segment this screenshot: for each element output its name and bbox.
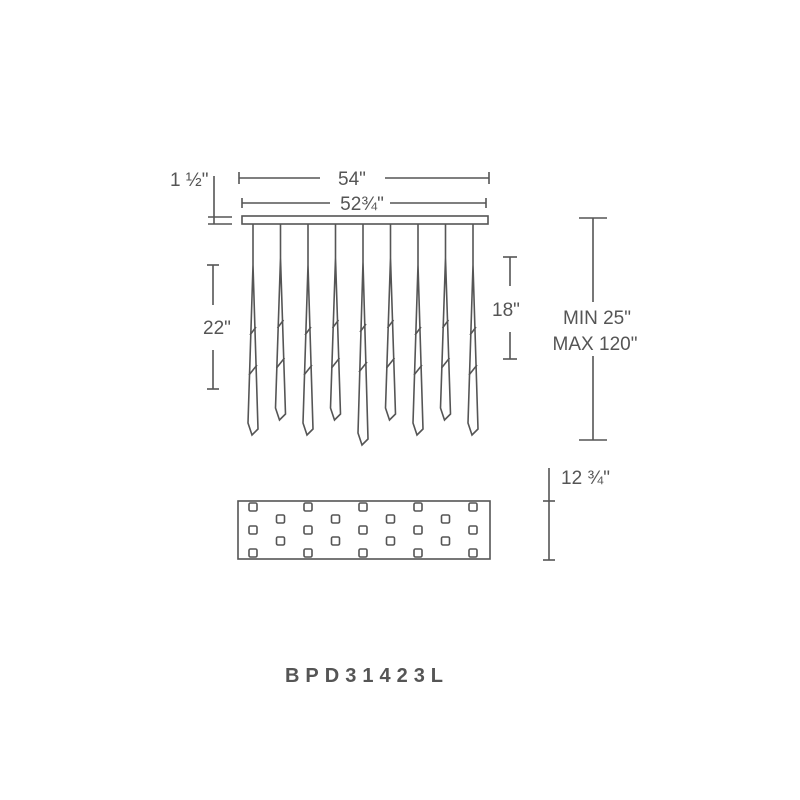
short-pendant-label: 18" (492, 300, 520, 321)
pendant (467, 224, 479, 437)
dimension-overall-height: MIN 25" MAX 120" (553, 217, 638, 441)
mount-hole (248, 548, 258, 558)
pendants (247, 224, 479, 447)
dimension-long-pendant: 22" (203, 264, 231, 390)
pendant (412, 224, 424, 437)
mount-hole (413, 525, 423, 535)
mount-hole (413, 548, 423, 558)
pendant (439, 224, 452, 422)
model-number: BPD31423L (285, 665, 449, 687)
mount-hole (468, 525, 478, 535)
dimension-canopy-width: 52¾" (241, 194, 487, 215)
min-height-label: MIN 25" (563, 308, 631, 329)
pendant (274, 224, 287, 422)
mount-hole (413, 502, 423, 512)
mount-hole (275, 536, 286, 546)
dimension-canopy-depth: 12 ¾" (543, 468, 610, 561)
canopy (241, 215, 489, 225)
mount-hole (468, 548, 478, 558)
pendant (329, 224, 342, 422)
mount-hole (358, 525, 368, 535)
canopy-height-label: 1 ½" (170, 170, 208, 191)
mount-hole (248, 525, 258, 535)
dimension-short-pendant: 18" (492, 256, 520, 360)
mount-hole (248, 502, 258, 512)
pendant (302, 224, 314, 437)
mount-hole (330, 514, 341, 524)
long-pendant-label: 22" (203, 318, 231, 339)
mount-hole (358, 548, 368, 558)
mount-hole (358, 502, 368, 512)
dimension-overall-width: 54" (238, 169, 490, 190)
canopy-width-label: 52¾" (340, 194, 384, 215)
pendant (247, 224, 259, 437)
canopy-plan-view (237, 500, 491, 560)
mount-hole (303, 525, 313, 535)
overall-width-label: 54" (338, 169, 366, 190)
dimension-canopy-height: 1 ½" (170, 170, 232, 225)
mount-hole (385, 514, 396, 524)
canopy-depth-label: 12 ¾" (561, 468, 610, 489)
mount-hole (385, 536, 396, 546)
mount-hole (440, 536, 451, 546)
pendant (384, 224, 397, 422)
mount-hole (275, 514, 286, 524)
mount-hole (330, 536, 341, 546)
plan-view-holes (248, 502, 478, 558)
mount-hole (440, 514, 451, 524)
pendant (357, 224, 369, 447)
mount-hole (303, 502, 313, 512)
mount-hole (303, 548, 313, 558)
max-height-label: MAX 120" (553, 334, 638, 355)
mount-hole (468, 502, 478, 512)
